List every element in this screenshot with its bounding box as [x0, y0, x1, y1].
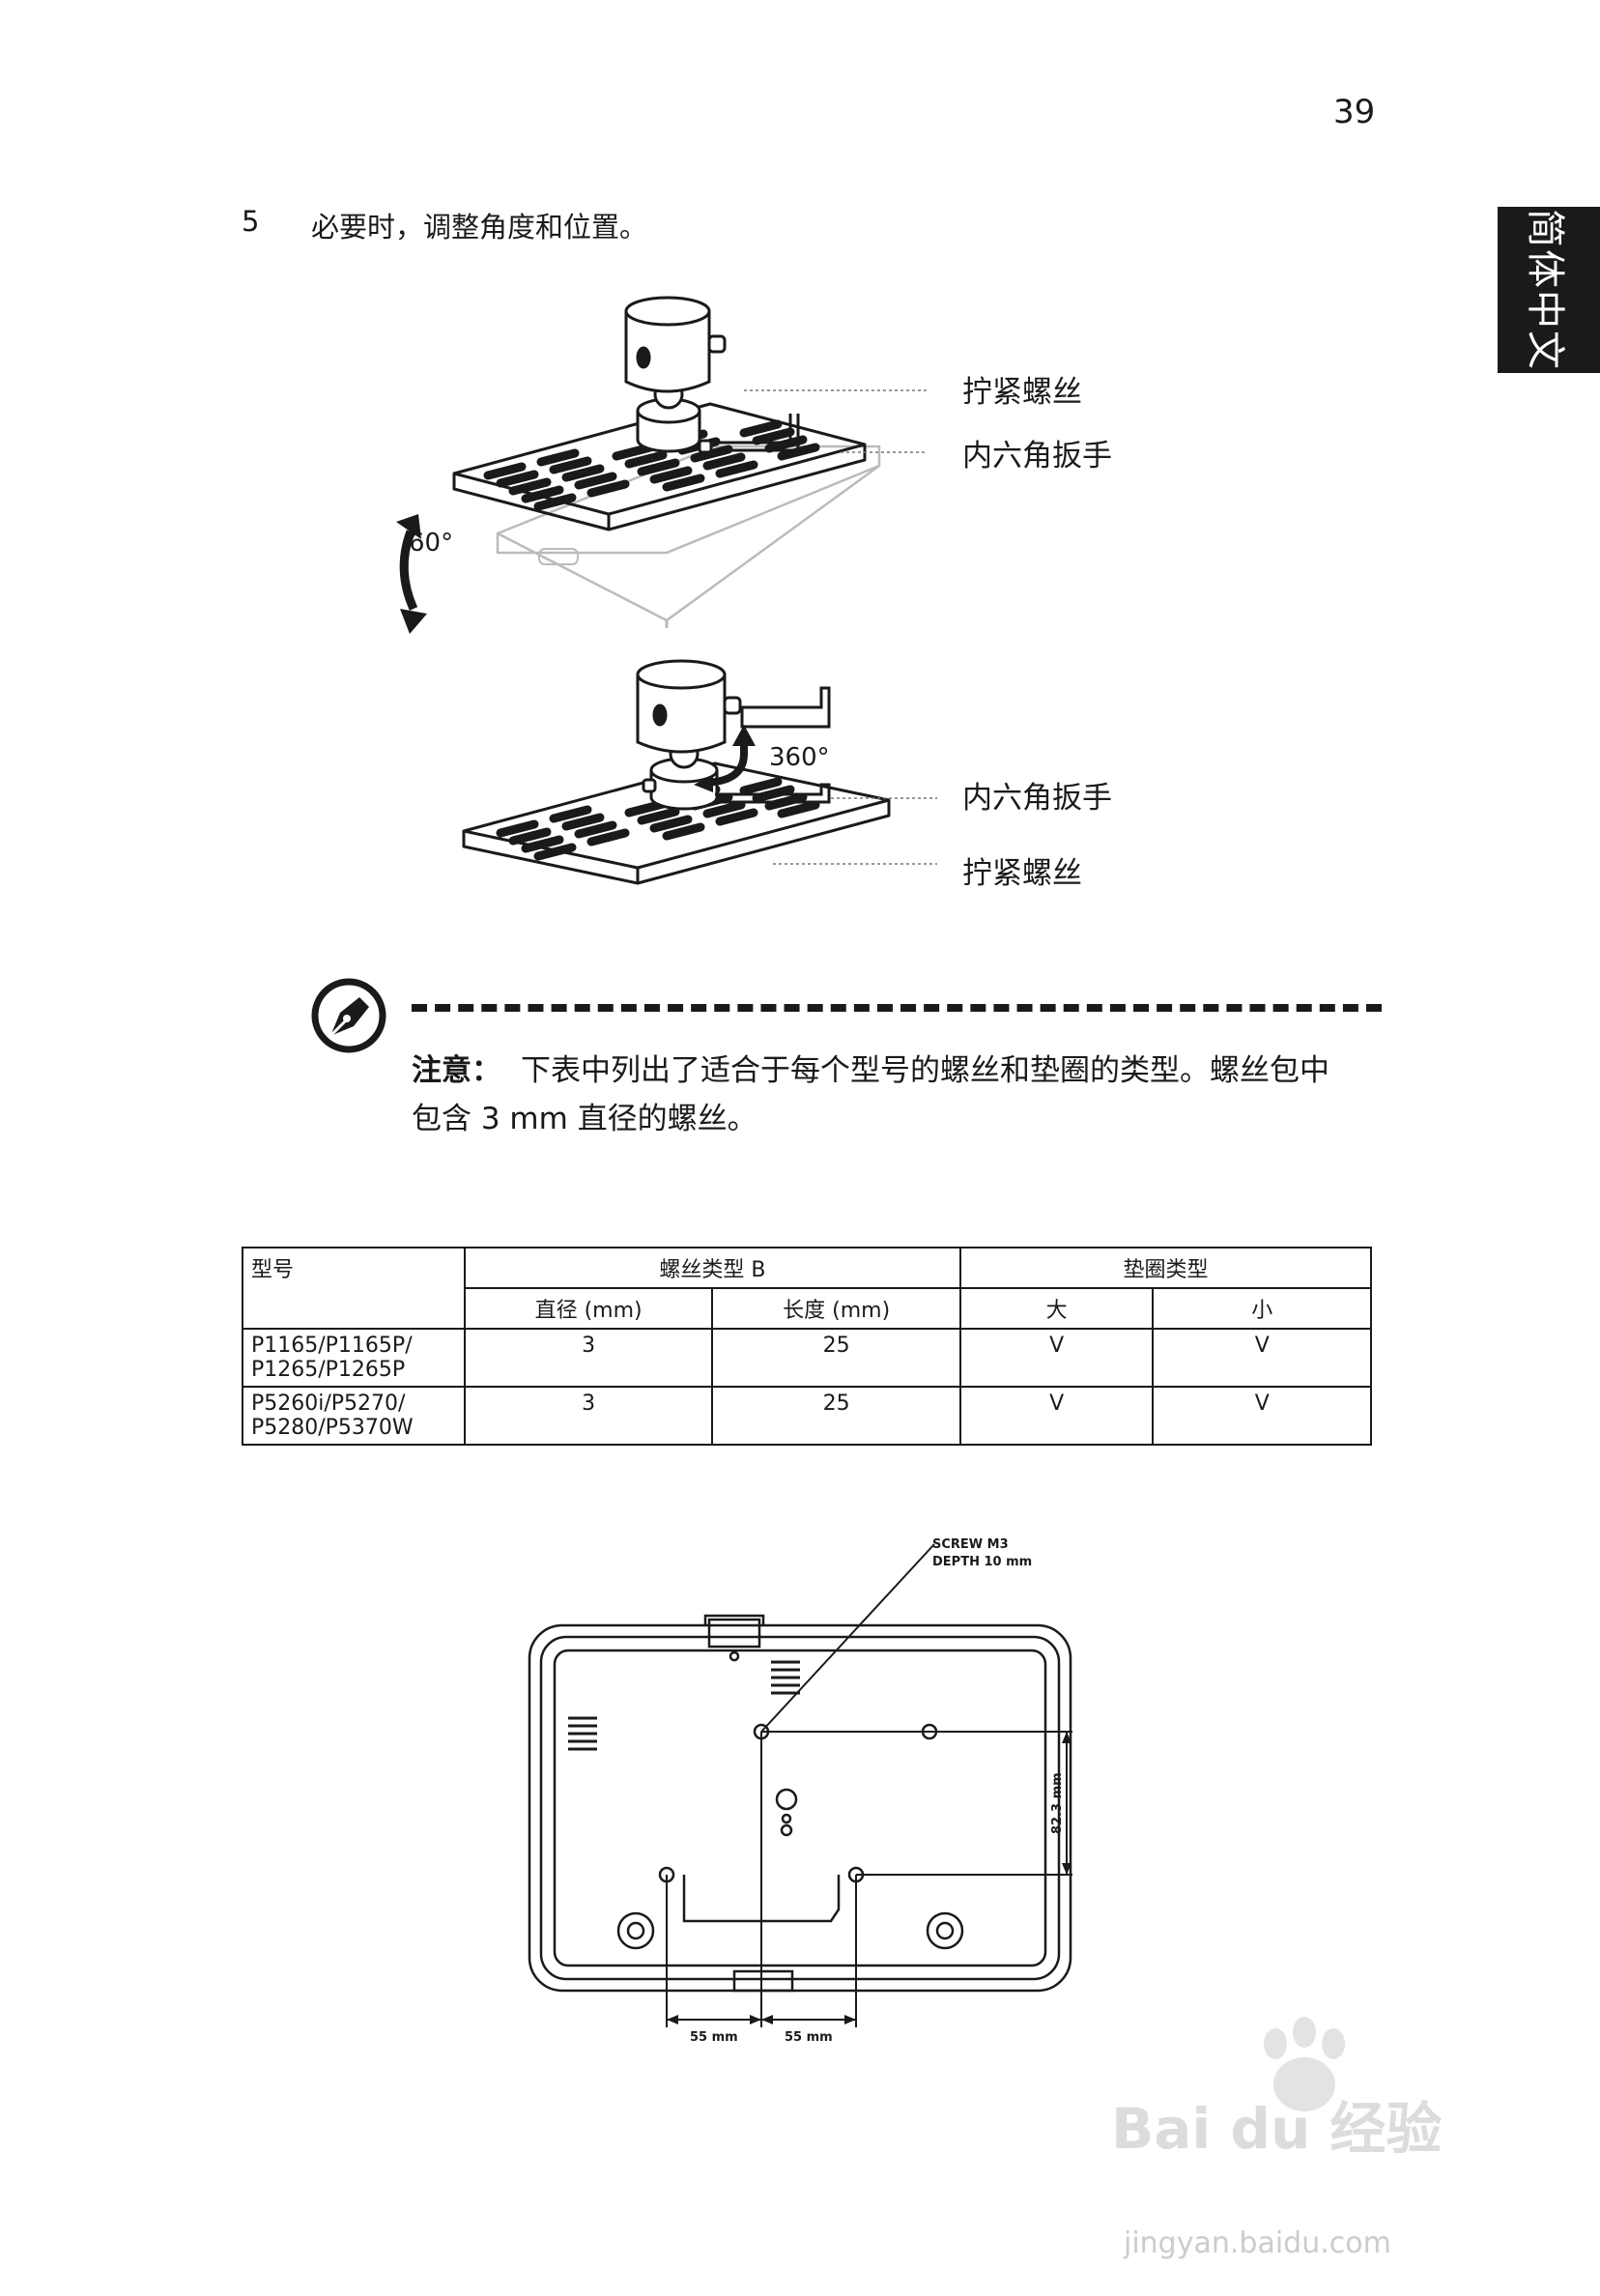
projector-bottom-diagram: SCREW M3 DEPTH 10 mm 82.3 mm 55 mm 55 mm — [528, 1537, 1072, 2045]
callout-hex-key-middle: 内六角扳手 — [962, 781, 1112, 816]
screw-washer-table: 型号 螺丝类型 B 垫圈类型 直径 (mm) 长度 (mm) 大 小 P1165… — [242, 1247, 1373, 1446]
callout-tighten-screw-top: 拧紧螺丝 — [962, 375, 1082, 410]
large-header: 大 — [958, 1287, 1155, 1330]
diameter-cell: 3 — [463, 1386, 714, 1446]
model-cell: P5260i/P5270/P5280/P5370W — [242, 1386, 466, 1446]
model-line: P5280/P5370W — [251, 1416, 414, 1440]
note-line-2: 包含 3 mm 直径的螺丝。 — [412, 1102, 757, 1136]
small-washer-cell: V — [1152, 1328, 1372, 1388]
large-washer-cell: V — [958, 1386, 1155, 1446]
model-cell: P1165/P1165P/P1265/P1265P — [242, 1328, 466, 1388]
note-label: 注意： — [412, 1053, 501, 1088]
model-line: P1165/P1165P/ — [251, 1334, 413, 1358]
note-divider — [412, 1004, 1382, 1012]
language-tab-label: 简体中文 — [1523, 209, 1567, 371]
callout-hex-key-top: 内六角扳手 — [962, 439, 1112, 474]
small-header: 小 — [1152, 1287, 1372, 1330]
page-number: 39 — [1333, 93, 1376, 131]
table-row: P1165/P1165P/P1265/P1265P 3 25 V V — [242, 1328, 1372, 1388]
model-header: 型号 — [242, 1247, 466, 1330]
small-washer-cell: V — [1152, 1386, 1372, 1446]
language-tab: 简体中文 — [1498, 207, 1600, 373]
note-line-1: 注意： 下表中列出了适合于每个型号的螺丝和垫圈的类型。螺丝包中 — [412, 1047, 1378, 1095]
model-line: P1265/P1265P — [251, 1358, 406, 1382]
callout-tighten-screw-middle: 拧紧螺丝 — [962, 856, 1082, 891]
mount-rotate-diagram: 360° — [462, 659, 937, 885]
vertical-dimension-label: 82.3 mm — [1050, 1772, 1065, 1834]
horizontal-dimension-left: 55 mm — [690, 2030, 738, 2045]
watermark-url: jingyan.baidu.com — [1124, 2226, 1391, 2260]
note-body-1: 下表中列出了适合于每个型号的螺丝和垫圈的类型。螺丝包中 — [521, 1053, 1329, 1088]
baidu-paw-logo — [1264, 2017, 1345, 2111]
length-header: 长度 (mm) — [711, 1287, 961, 1330]
step-number: 5 — [242, 205, 260, 238]
length-cell: 25 — [711, 1328, 961, 1388]
table-header-row: 型号 螺丝类型 B 垫圈类型 — [242, 1247, 1373, 1330]
diameter-cell: 3 — [463, 1328, 714, 1388]
model-line: P5260i/P5270/ — [251, 1392, 406, 1416]
watermark-brand: Bai du 经验 — [1111, 2096, 1443, 2162]
tilt-angle-label: 60° — [409, 529, 453, 558]
screw-type-header: 螺丝类型 B — [463, 1247, 961, 1289]
diameter-header: 直径 (mm) — [463, 1287, 714, 1330]
horizontal-dimension-right: 55 mm — [785, 2030, 833, 2045]
table-row: P5260i/P5270/P5280/P5370W 3 25 V V — [242, 1386, 1372, 1446]
screw-label-line-1: SCREW M3 — [932, 1537, 1009, 1552]
mount-tilt-diagram: 60° — [396, 296, 928, 634]
large-washer-cell: V — [958, 1328, 1155, 1388]
step-text: 必要时，调整角度和位置。 — [311, 211, 648, 244]
note-pen-icon — [311, 978, 386, 1053]
length-cell: 25 — [711, 1386, 961, 1446]
washer-type-header: 垫圈类型 — [958, 1247, 1373, 1289]
rotation-angle-label: 360° — [769, 743, 830, 772]
note-text: 注意： 下表中列出了适合于每个型号的螺丝和垫圈的类型。螺丝包中 包含 3 mm 直… — [412, 1047, 1378, 1143]
table-subheader-row: 直径 (mm) 长度 (mm) 大 小 — [243, 1287, 1372, 1330]
screw-label-line-2: DEPTH 10 mm — [932, 1555, 1032, 1569]
